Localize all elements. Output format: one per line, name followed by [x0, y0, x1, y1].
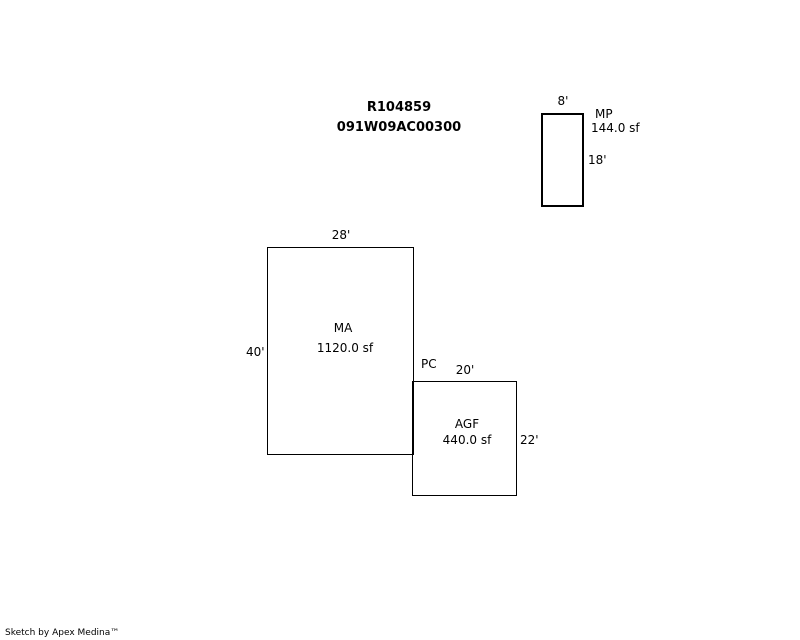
mp-width-label: 8' [557, 94, 569, 108]
sketch-credit: Sketch by Apex Medina™ [5, 628, 120, 638]
agf-area-label: 440.0 sf [442, 433, 492, 447]
ma-depth-label: 40' [246, 345, 265, 359]
ma-area-rect [267, 247, 414, 455]
agf-area-rect [412, 381, 517, 496]
mp-area-rect [541, 113, 584, 207]
agf-depth-label: 22' [520, 433, 539, 447]
ma-area-label: 1120.0 sf [316, 341, 374, 355]
ma-code-label: MA [333, 321, 353, 335]
mp-depth-label: 18' [588, 153, 607, 167]
agf-width-label: 20' [455, 363, 475, 377]
ma-width-label: 28' [331, 228, 351, 242]
parcel-id: R104859 [366, 100, 432, 115]
pc-code-label: PC [421, 357, 437, 371]
mp-area-label: 144.0 sf [591, 121, 640, 135]
mp-code-label: MP [595, 107, 613, 121]
map-number: 091W09AC00300 [336, 120, 462, 135]
agf-code-label: AGF [454, 417, 480, 431]
